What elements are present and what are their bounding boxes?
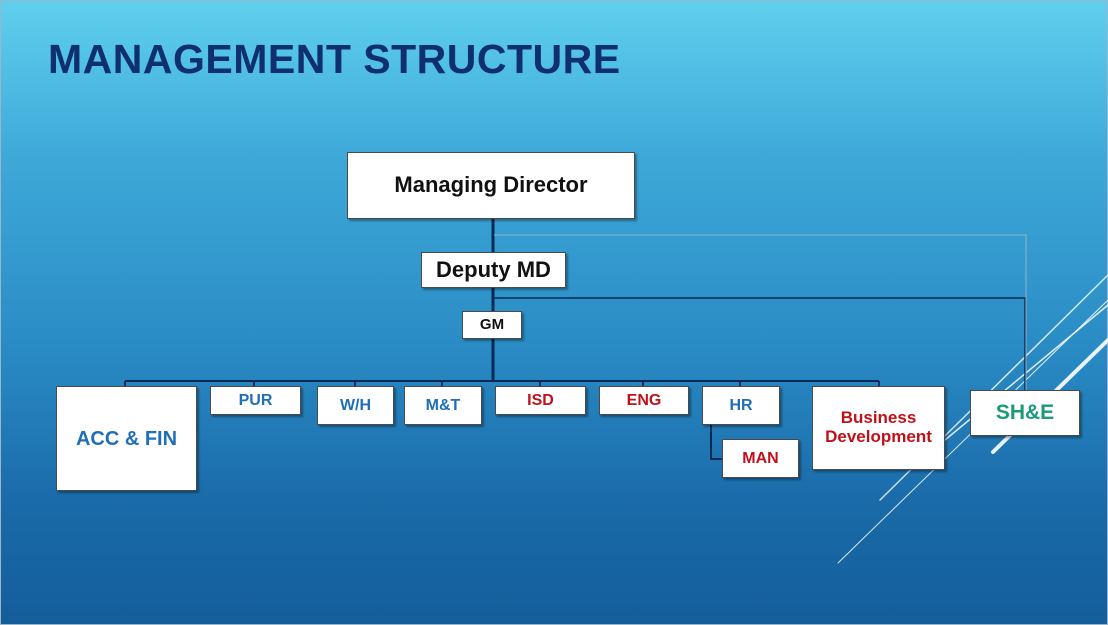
node-label: Managing Director bbox=[394, 172, 588, 198]
node-pur: PUR bbox=[210, 386, 301, 415]
node-label: PUR bbox=[238, 391, 273, 409]
node-she: SH&E bbox=[970, 390, 1080, 436]
node-label: ACC & FIN bbox=[75, 427, 178, 450]
node-managing-director: Managing Director bbox=[347, 152, 635, 219]
node-label: SH&E bbox=[995, 401, 1055, 425]
node-hr: HR bbox=[702, 386, 780, 425]
node-deputy-md: Deputy MD bbox=[421, 252, 566, 288]
node-isd: ISD bbox=[495, 386, 586, 415]
node-label: HR bbox=[729, 396, 753, 414]
node-eng: ENG bbox=[599, 386, 689, 415]
node-label: Business Development bbox=[825, 408, 932, 446]
node-label: ISD bbox=[527, 391, 554, 409]
node-label: MAN bbox=[742, 449, 779, 467]
node-label: GM bbox=[479, 315, 505, 333]
node-business-development: Business Development bbox=[812, 386, 945, 470]
node-wh: W/H bbox=[317, 386, 394, 425]
node-label: ENG bbox=[626, 391, 662, 409]
node-gm: GM bbox=[462, 311, 522, 339]
node-label: W/H bbox=[339, 396, 372, 414]
node-label: M&T bbox=[425, 396, 461, 414]
node-man: MAN bbox=[722, 439, 799, 478]
node-acc-fin: ACC & FIN bbox=[56, 386, 197, 491]
slide-title: MANAGEMENT STRUCTURE bbox=[48, 36, 621, 82]
node-label: Deputy MD bbox=[436, 256, 551, 282]
node-mt: M&T bbox=[404, 386, 482, 425]
